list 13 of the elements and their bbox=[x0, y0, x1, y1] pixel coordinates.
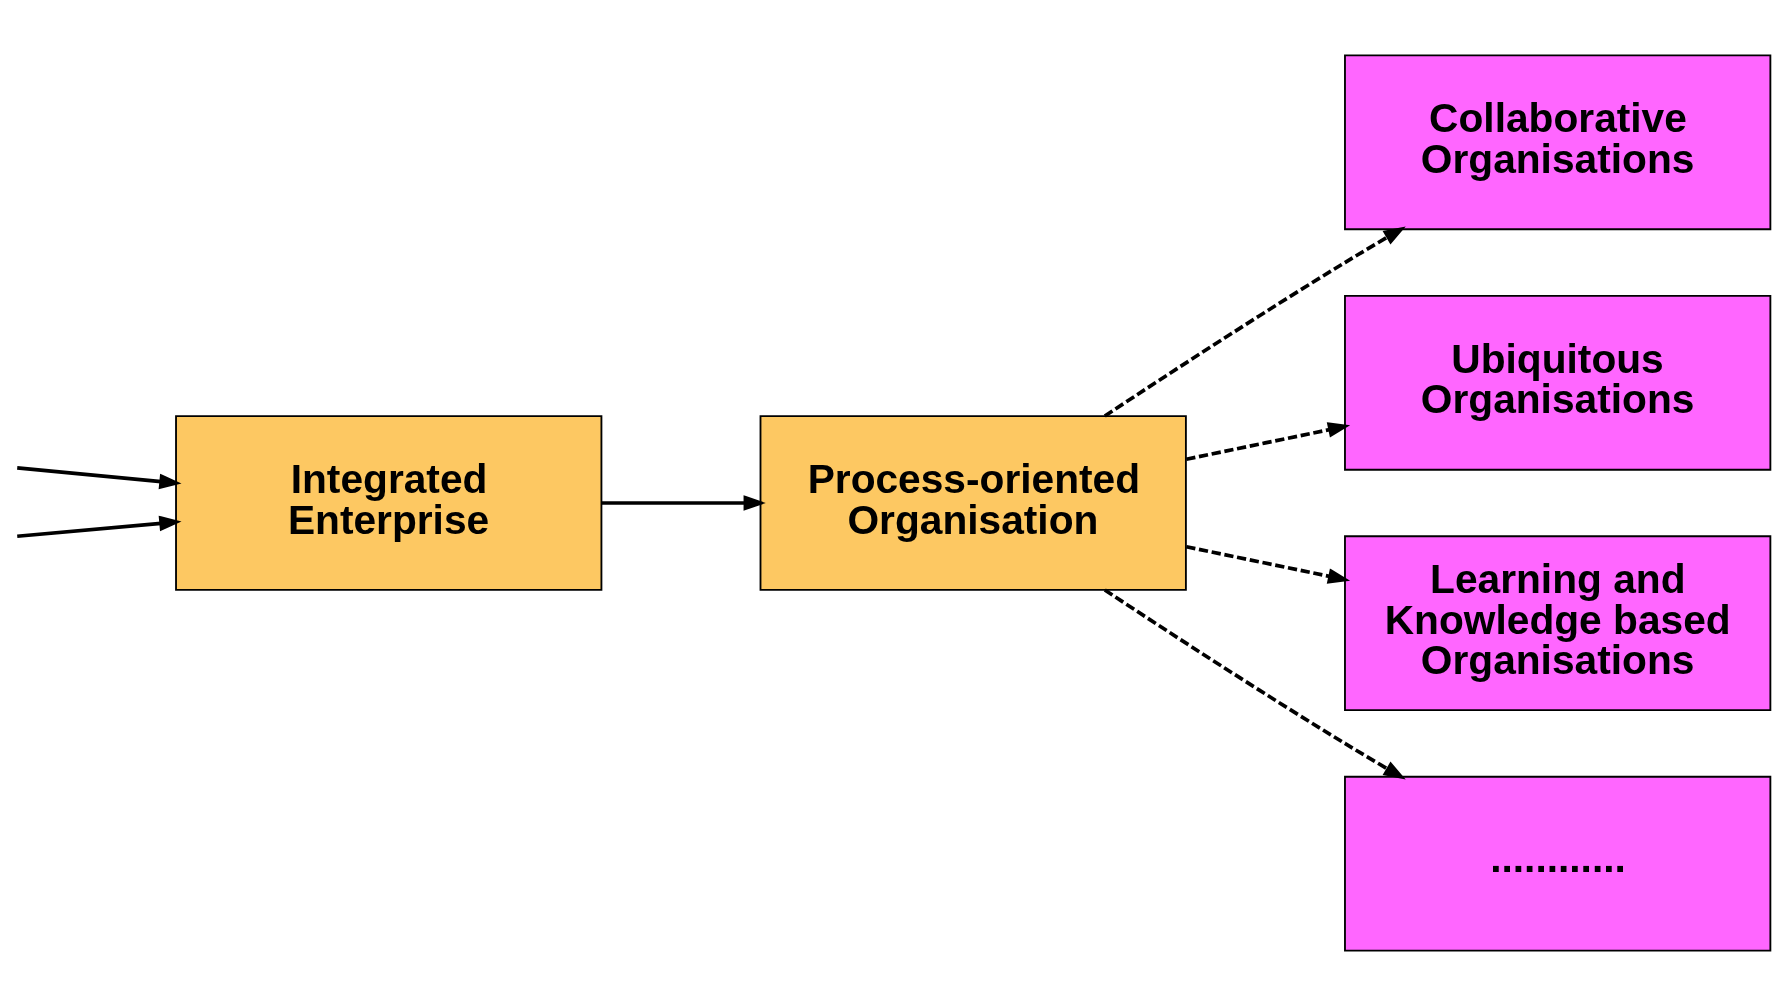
node-box: Learning and Knowledge based Organisations bbox=[1344, 534, 1772, 711]
node-box: ............ bbox=[1344, 775, 1772, 952]
arrow bbox=[1103, 587, 1406, 780]
arrow bbox=[1103, 225, 1406, 418]
arrow bbox=[1186, 421, 1351, 461]
arrow bbox=[17, 465, 182, 489]
arrow bbox=[1186, 544, 1351, 584]
node-box: Ubiquitous Organisations bbox=[1344, 294, 1772, 471]
arrow bbox=[601, 494, 766, 511]
node-box: Process-oriented Organisation bbox=[759, 414, 1187, 591]
node-box: Integrated Enterprise bbox=[175, 414, 603, 591]
arrow bbox=[17, 515, 182, 538]
node-box: Collaborative Organisations bbox=[1344, 53, 1772, 230]
